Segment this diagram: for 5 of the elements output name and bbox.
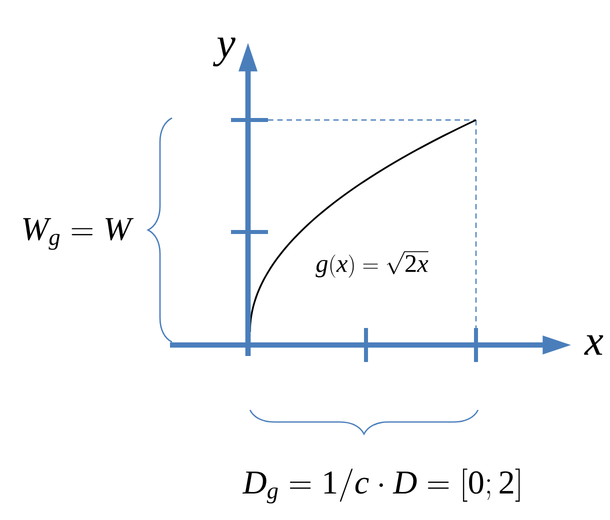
axis-label: $x$ [584,335,604,355]
function-label: $g(x)=\sqrt{2x}$ [316,251,428,278]
range-label: $W_g=W$ [23,218,134,250]
domain-label: $D_g=1/c\cdot D=[0;2]$ [242,468,520,504]
axis-label: $y$ [212,38,236,66]
